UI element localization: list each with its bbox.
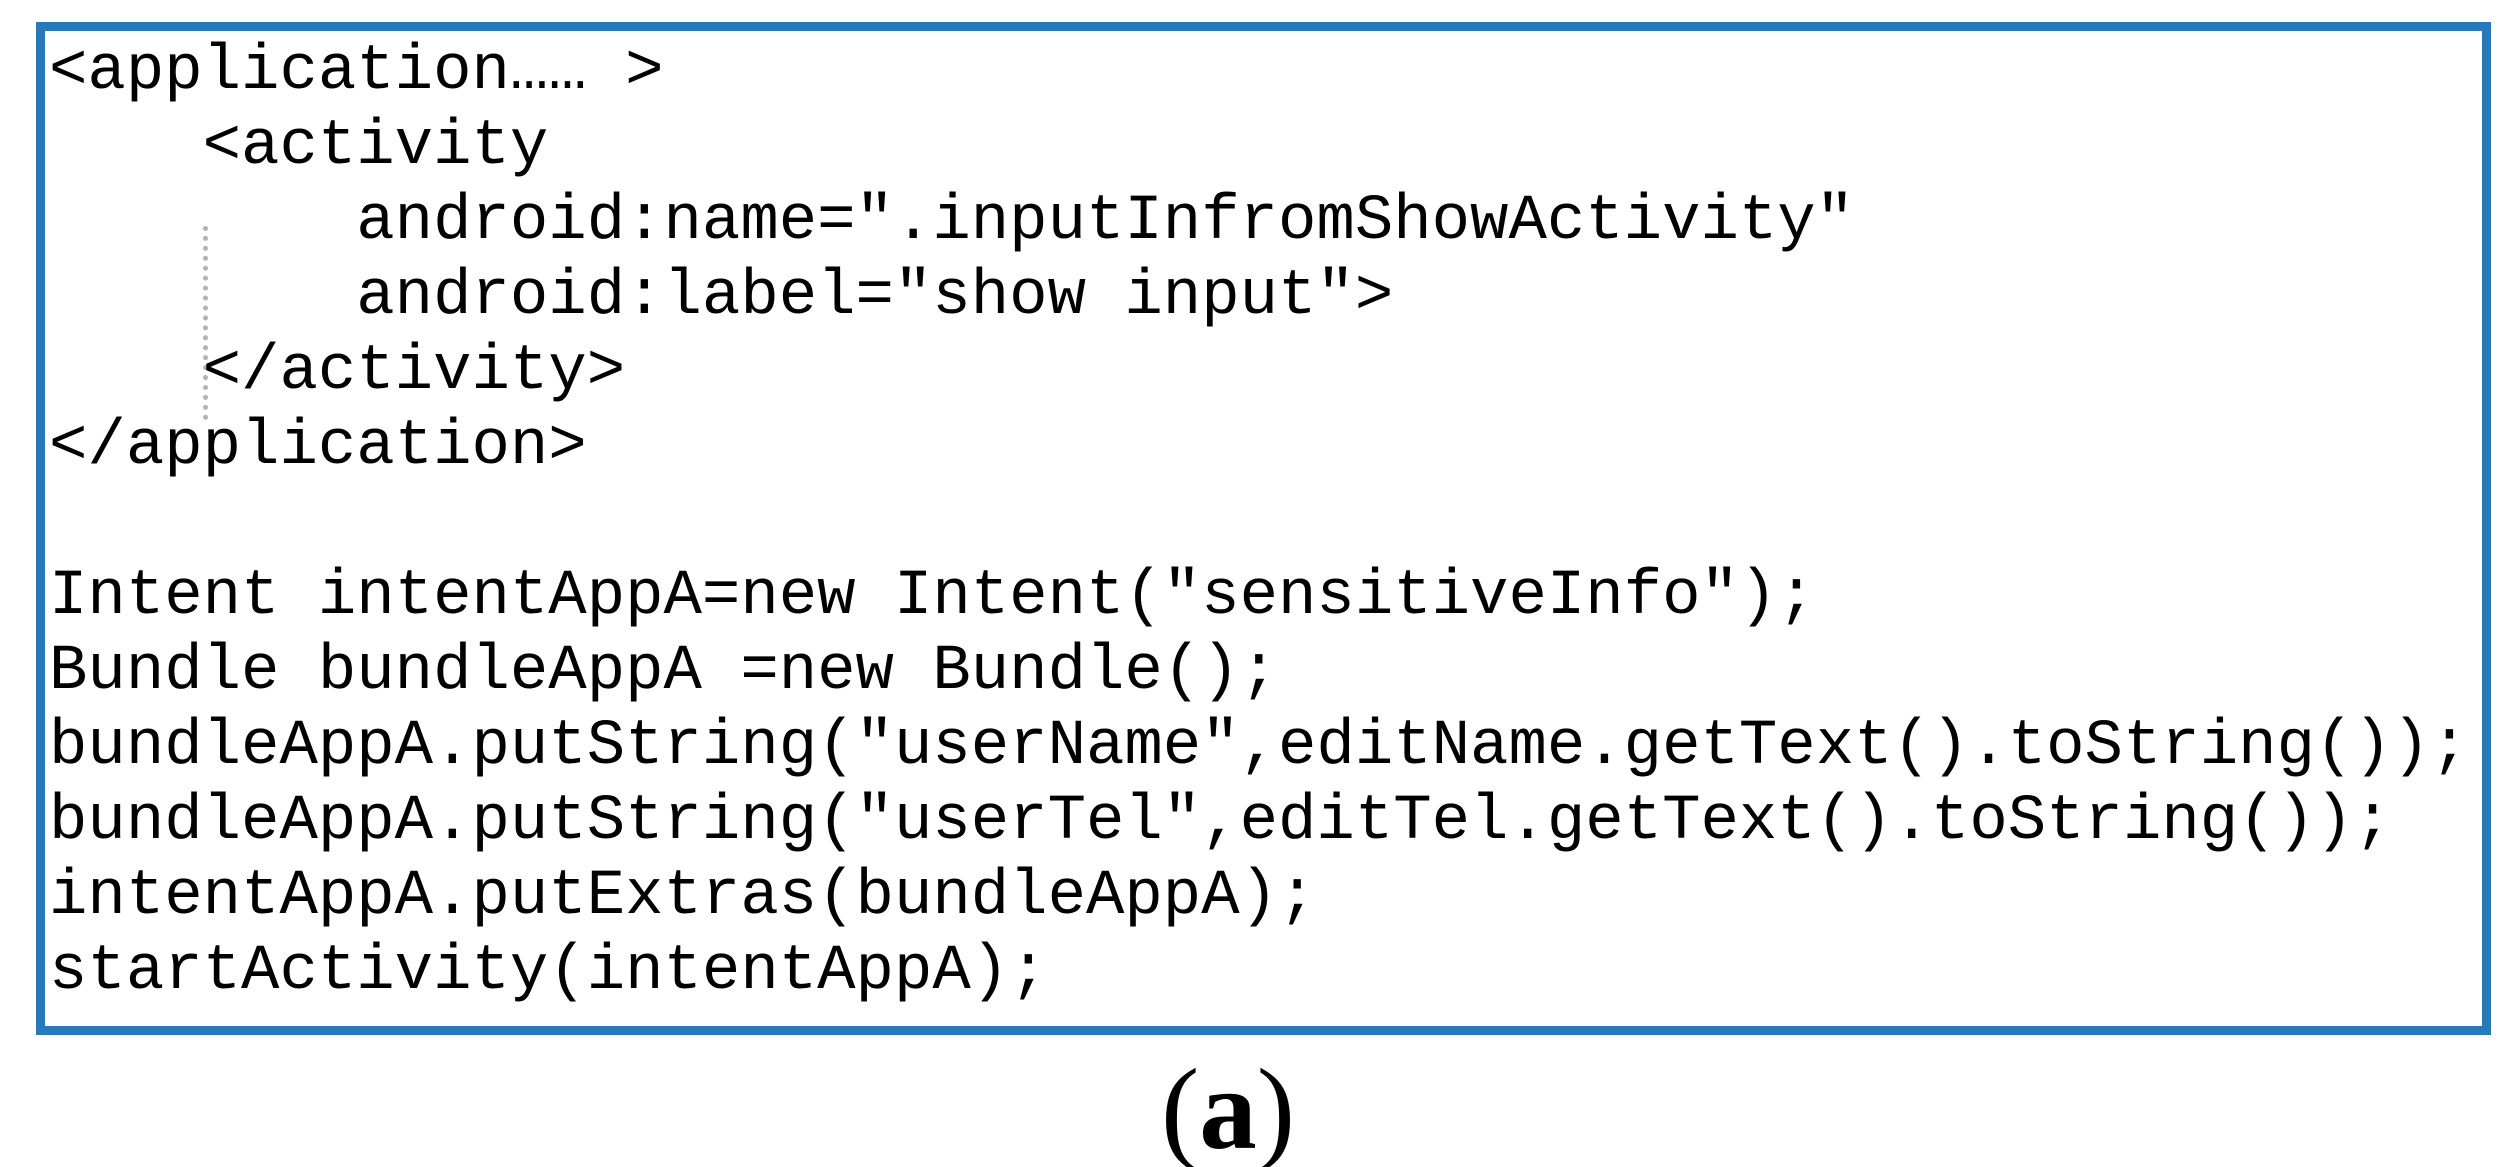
caption-open-paren: (	[1160, 1046, 1200, 1167]
code-line: bundleAppA.putString("userName",editName…	[49, 711, 2469, 783]
code-line: intentAppA.putExtras(bundleAppA);	[49, 861, 1317, 933]
caption-close-paren: )	[1256, 1046, 1296, 1167]
code-snippet-box: <application…… > <activity android:name=…	[36, 22, 2491, 1035]
code-line: <activity	[49, 111, 549, 183]
code-line: </activity>	[49, 336, 626, 408]
code-line	[49, 485, 2476, 560]
code-line: android:name=".inputInfromShowActivity"	[49, 186, 1855, 258]
code-line: startActivity(intentAppA);	[49, 936, 1048, 1008]
code-line: </application>	[49, 411, 587, 483]
code-line: bundleAppA.putString("userTel",editTel.g…	[49, 786, 2392, 858]
code-lines: <application…… > <activity android:name=…	[49, 35, 2476, 1010]
code-line: <application…… >	[49, 36, 664, 108]
caption-letter: a	[1199, 1046, 1257, 1167]
figure-caption: (a)	[0, 1052, 2456, 1167]
indent-guide-line	[203, 226, 208, 420]
code-line: Bundle bundleAppA =new Bundle();	[49, 636, 1278, 708]
code-line: android:label="show input">	[49, 261, 1394, 333]
code-line: Intent intentAppA=new Intent("sensitiveI…	[49, 561, 1816, 633]
